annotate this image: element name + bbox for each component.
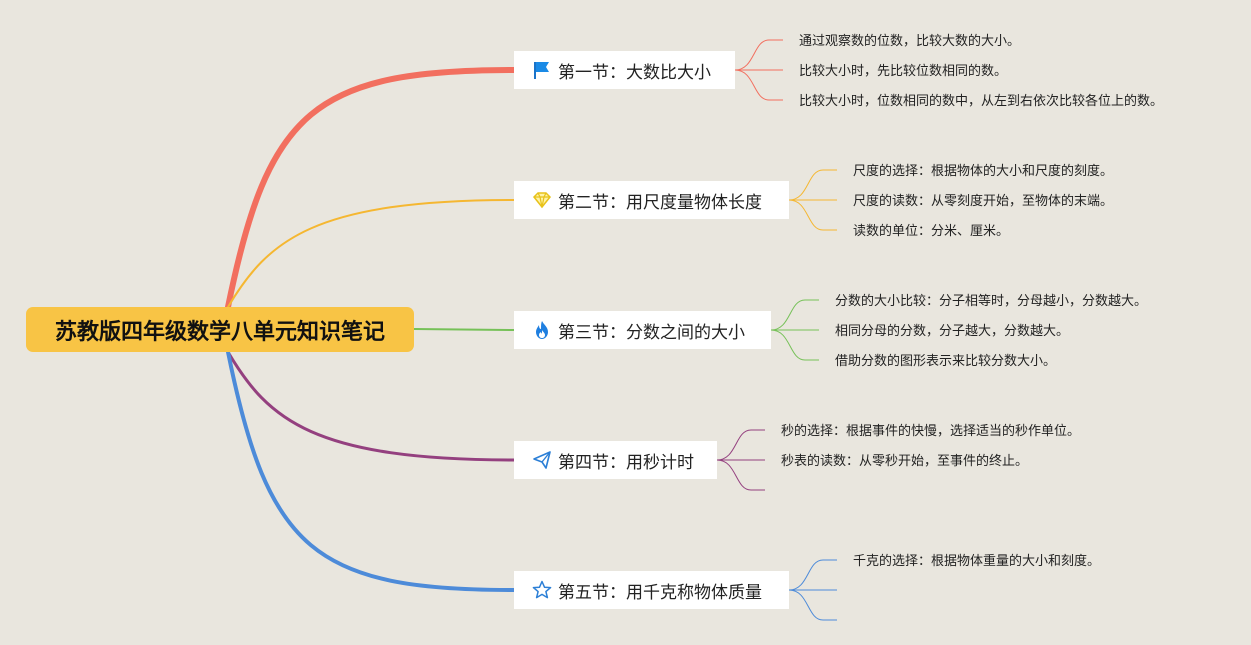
diamond-icon — [532, 190, 552, 210]
sub-branch-5-3 — [788, 589, 837, 621]
point-2-3[interactable]: 读数的单位：分米、厘米。 — [853, 224, 1010, 239]
sub-branch-1-3 — [734, 69, 783, 101]
sub-branch-3-3 — [770, 329, 819, 361]
topic-section-1[interactable]: 第一节：大数比大小 — [514, 51, 735, 89]
point-3-3[interactable]: 借助分数的图形表示来比较分数大小。 — [835, 354, 1057, 369]
point-3-2[interactable]: 相同分母的分数，分子越大，分数越大。 — [835, 324, 1070, 339]
paper-plane-icon — [532, 450, 552, 470]
point-2-1[interactable]: 尺度的选择：根据物体的大小和尺度的刻度。 — [853, 164, 1114, 179]
sub-branch-2-3 — [788, 199, 837, 231]
flag-icon — [532, 60, 552, 80]
main-branch-4 — [226, 350, 516, 462]
point-1-1[interactable]: 通过观察数的位数，比较大数的大小。 — [799, 34, 1021, 49]
topic-label: 第五节：用千克称物体质量 — [558, 582, 762, 603]
point-5-1[interactable]: 千克的选择：根据物体重量的大小和刻度。 — [853, 554, 1101, 569]
sub-branch-4-1 — [716, 429, 765, 461]
point-4-1[interactable]: 秒的选择：根据事件的快慢，选择适当的秒作单位。 — [781, 424, 1081, 439]
root-topic[interactable]: 苏教版四年级数学八单元知识笔记 — [26, 307, 414, 352]
topic-label: 第二节：用尺度量物体长度 — [558, 192, 762, 213]
sub-branch-3-1 — [770, 299, 819, 331]
main-branch-2 — [227, 199, 515, 308]
topic-section-5[interactable]: 第五节：用千克称物体质量 — [514, 571, 789, 609]
topic-section-4[interactable]: 第四节：用秒计时 — [514, 441, 717, 479]
main-branch-1 — [225, 67, 517, 310]
point-2-2[interactable]: 尺度的读数：从零刻度开始，至物体的末端。 — [853, 194, 1114, 209]
point-3-1[interactable]: 分数的大小比较：分子相等时，分母越小，分数越大。 — [835, 294, 1148, 309]
main-branch-3 — [413, 328, 515, 331]
topic-section-3[interactable]: 第三节：分数之间的大小 — [514, 311, 771, 349]
star-icon — [532, 580, 552, 600]
point-1-2[interactable]: 比较大小时，先比较位数相同的数。 — [799, 64, 1008, 79]
flame-icon — [532, 320, 552, 340]
topic-section-2[interactable]: 第二节：用尺度量物体长度 — [514, 181, 789, 219]
root-title: 苏教版四年级数学八单元知识笔记 — [54, 319, 385, 345]
sub-branch-1-1 — [734, 39, 783, 71]
topic-label: 第一节：大数比大小 — [558, 62, 711, 83]
sub-branch-2-1 — [788, 169, 837, 201]
topic-label: 第四节：用秒计时 — [558, 452, 694, 473]
main-branch-5 — [226, 350, 516, 592]
point-4-2[interactable]: 秒表的读数：从零秒开始，至事件的终止。 — [781, 454, 1029, 469]
sub-branch-5-1 — [788, 559, 837, 591]
topic-label: 第三节：分数之间的大小 — [558, 322, 745, 343]
point-1-3[interactable]: 比较大小时，位数相同的数中，从左到右依次比较各位上的数。 — [799, 94, 1164, 109]
sub-branch-4-3 — [716, 459, 765, 491]
